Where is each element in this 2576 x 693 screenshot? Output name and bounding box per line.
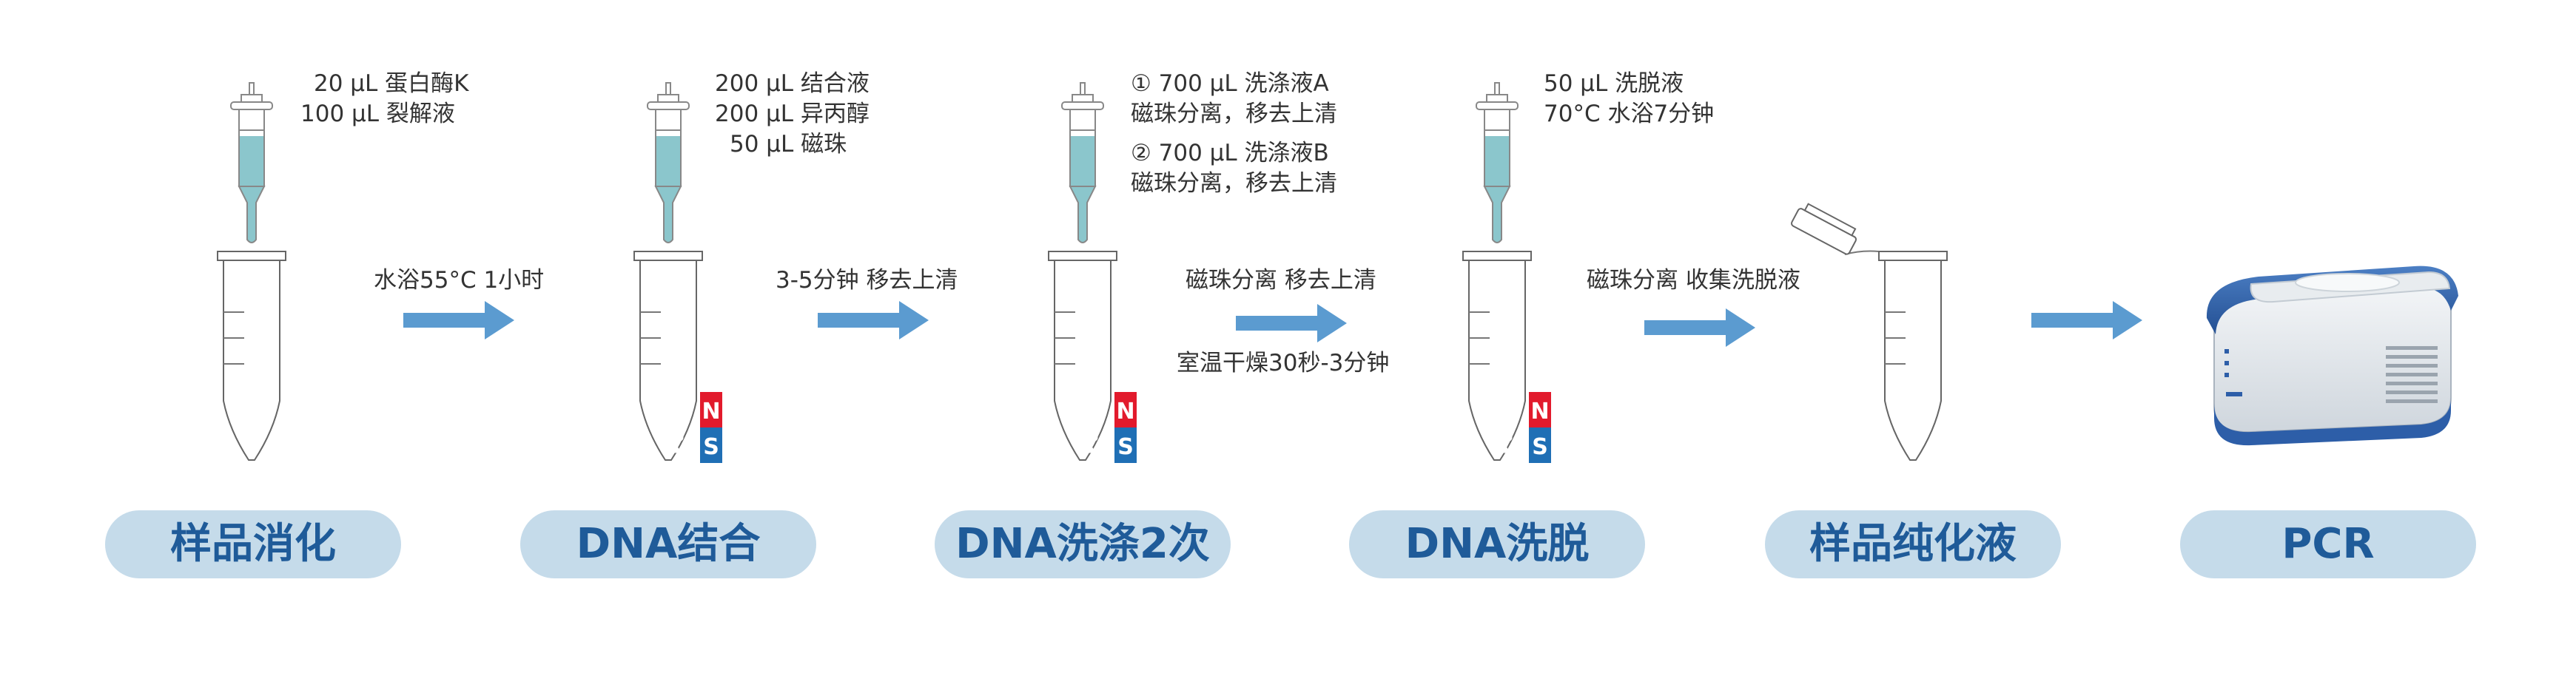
- magnet-south-label: S: [1532, 434, 1548, 460]
- step3-note-line3: ② 700 µL 洗涤液B: [1131, 140, 1329, 166]
- magnet-south-label: S: [1117, 434, 1134, 460]
- step-label-dna-wash: DNA洗涤2次: [935, 510, 1231, 578]
- step-label-dna-binding: DNA结合: [520, 510, 816, 578]
- step5-tube-icon: [1790, 203, 1948, 461]
- magnet-north-label: N: [702, 399, 720, 425]
- step4-note-line2: 70°C 水浴7分钟: [1544, 101, 1715, 127]
- arrow1-label: 水浴55°C 1小时: [374, 267, 545, 294]
- arrow2-label: 3-5分钟 移去上清: [776, 267, 958, 294]
- step2-note-line1: 200 µL 结合液: [715, 70, 870, 97]
- step3-magnet-icon: N S: [1114, 392, 1137, 463]
- step2-note-line2: 200 µL 异丙醇: [715, 101, 870, 127]
- step1-pipette-icon: [230, 82, 273, 243]
- arrow3-label-bottom: 室温干燥30秒-3分钟: [1177, 350, 1390, 376]
- step3-pipette-icon: [1061, 82, 1104, 243]
- step1-note-line2: 100 µL 裂解液: [300, 101, 455, 127]
- step-label-dna-elution: DNA洗脱: [1349, 510, 1645, 578]
- step3-note-line4: 磁珠分离，移去上清: [1131, 170, 1337, 197]
- arrow-right-icon: [818, 301, 929, 339]
- step4-note-line1: 50 µL 洗脱液: [1544, 70, 1684, 97]
- step4-pipette-icon: [1476, 82, 1519, 243]
- arrow-right-icon: [2031, 301, 2142, 339]
- step4-tube-icon: [1462, 251, 1532, 461]
- magnet-south-label: S: [703, 434, 719, 460]
- magnet-north-label: N: [1530, 399, 1549, 425]
- step1-tube-icon: [217, 251, 286, 461]
- step2-note-line3: 50 µL 磁珠: [730, 131, 847, 158]
- dna-fragments: [1895, 382, 1931, 447]
- arrow-right-icon: [1644, 308, 1755, 347]
- magnet-north-label: N: [1116, 399, 1134, 425]
- step-label-pcr: PCR: [2180, 510, 2476, 578]
- step3-note-line1: ① 700 µL 洗涤液A: [1131, 70, 1329, 97]
- step3-tube-icon: [1048, 251, 1117, 461]
- step-label-purified-sample: 样品纯化液: [1765, 510, 2061, 578]
- vent-grille: [2386, 346, 2438, 403]
- arrow-right-icon: [1236, 304, 1347, 342]
- arrow4-label: 磁珠分离 收集洗脱液: [1587, 267, 1800, 294]
- step-label-digestion: 样品消化: [105, 510, 401, 578]
- step2-tube-icon: [633, 251, 703, 461]
- arrow-right-icon: [403, 301, 514, 339]
- step2-magnet-icon: N S: [700, 392, 722, 463]
- step3-note-line2: 磁珠分离，移去上清: [1131, 101, 1337, 127]
- step2-pipette-icon: [647, 82, 690, 243]
- tube-lid-icon: [1790, 203, 1880, 255]
- step1-note-line1: 20 µL 蛋白酶K: [314, 70, 469, 97]
- pcr-machine-icon: [2206, 266, 2458, 446]
- arrow3-label-top: 磁珠分离 移去上清: [1186, 267, 1376, 294]
- step4-magnet-icon: N S: [1529, 392, 1551, 463]
